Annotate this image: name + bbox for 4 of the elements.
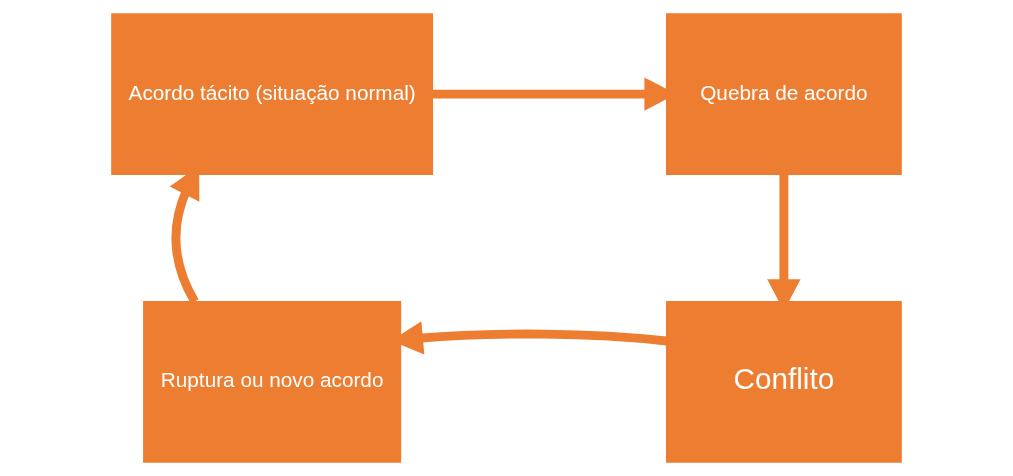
node-box: Acordo tácito (situação normal) xyxy=(111,13,434,175)
node-box: Ruptura ou novo acordo xyxy=(143,301,402,463)
node-box: Conflito xyxy=(665,301,902,463)
node-box: Quebra de acordo xyxy=(665,13,902,175)
